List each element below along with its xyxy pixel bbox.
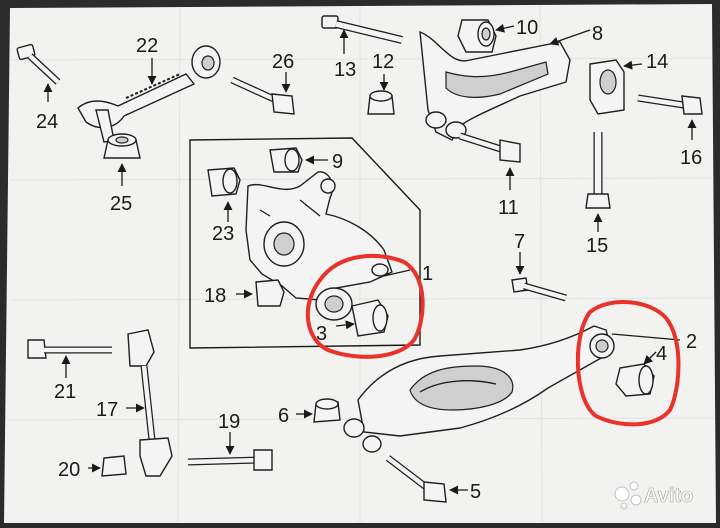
bushing-10 — [457, 19, 515, 53]
callout-26: 26 — [272, 51, 294, 73]
bolt-19 — [187, 432, 273, 471]
bolt-11 — [458, 132, 521, 190]
callout-18: 18 — [204, 285, 226, 307]
leader-2 — [611, 333, 681, 341]
highlight-ring-4 — [575, 300, 681, 427]
callout-9: 9 — [332, 151, 343, 173]
bushing-4 — [615, 351, 657, 397]
callout-24: 24 — [36, 111, 58, 133]
avito-dots-icon — [614, 481, 642, 510]
bushing-9 — [269, 147, 328, 173]
highlight-ring-3 — [305, 253, 425, 359]
bolt-21 — [27, 339, 112, 378]
callout-16: 16 — [680, 147, 702, 169]
callout-19: 19 — [218, 411, 240, 433]
bolt-13 — [321, 15, 403, 54]
callout-14: 14 — [646, 51, 668, 73]
callout-12: 12 — [372, 51, 394, 73]
bushing-14 — [589, 59, 643, 115]
bolt-15 — [585, 132, 611, 232]
nut-20 — [88, 455, 127, 477]
knuckle — [245, 171, 393, 301]
callout-22: 22 — [136, 35, 158, 57]
callout-11: 11 — [498, 197, 519, 219]
callout-1: 1 — [422, 263, 433, 285]
callout-15: 15 — [586, 235, 608, 257]
callout-20: 20 — [58, 459, 80, 481]
bolt-7 — [511, 252, 567, 302]
bolt-26 — [230, 72, 295, 115]
nut-6 — [296, 398, 341, 423]
bolt-24 — [16, 43, 61, 102]
knuckle-inset-frame — [189, 137, 421, 349]
bushing-18 — [236, 279, 285, 307]
callout-4: 4 — [656, 343, 667, 365]
toe-link-22 — [77, 45, 221, 143]
callout-5: 5 — [470, 481, 481, 503]
callout-17: 17 — [96, 399, 118, 421]
nut-25 — [103, 133, 141, 186]
callout-6: 6 — [278, 405, 289, 427]
callout-10: 10 — [516, 17, 538, 39]
callout-21: 21 — [54, 381, 76, 403]
callout-25: 25 — [110, 193, 132, 215]
callout-8: 8 — [592, 23, 603, 45]
avito-brand-text: Avito — [644, 485, 693, 507]
link-17 — [126, 329, 173, 477]
nut-12 — [367, 74, 395, 115]
bolt-16 — [637, 94, 703, 140]
leader-1 — [383, 269, 411, 277]
bushing-3 — [315, 287, 389, 337]
callout-23: 23 — [212, 223, 234, 245]
callout-labels: 1 2 3 4 5 6 7 8 9 10 11 12 13 14 15 16 1… — [36, 17, 702, 503]
avito-watermark: Avito — [614, 481, 694, 510]
lower-arm — [343, 325, 615, 453]
upper-arm-8 — [419, 29, 591, 141]
callout-2: 2 — [686, 331, 697, 353]
callout-7: 7 — [514, 231, 525, 253]
bushing-23 — [207, 167, 241, 222]
bolt-5 — [385, 455, 468, 503]
callout-3: 3 — [316, 323, 327, 345]
callout-13: 13 — [334, 59, 356, 81]
